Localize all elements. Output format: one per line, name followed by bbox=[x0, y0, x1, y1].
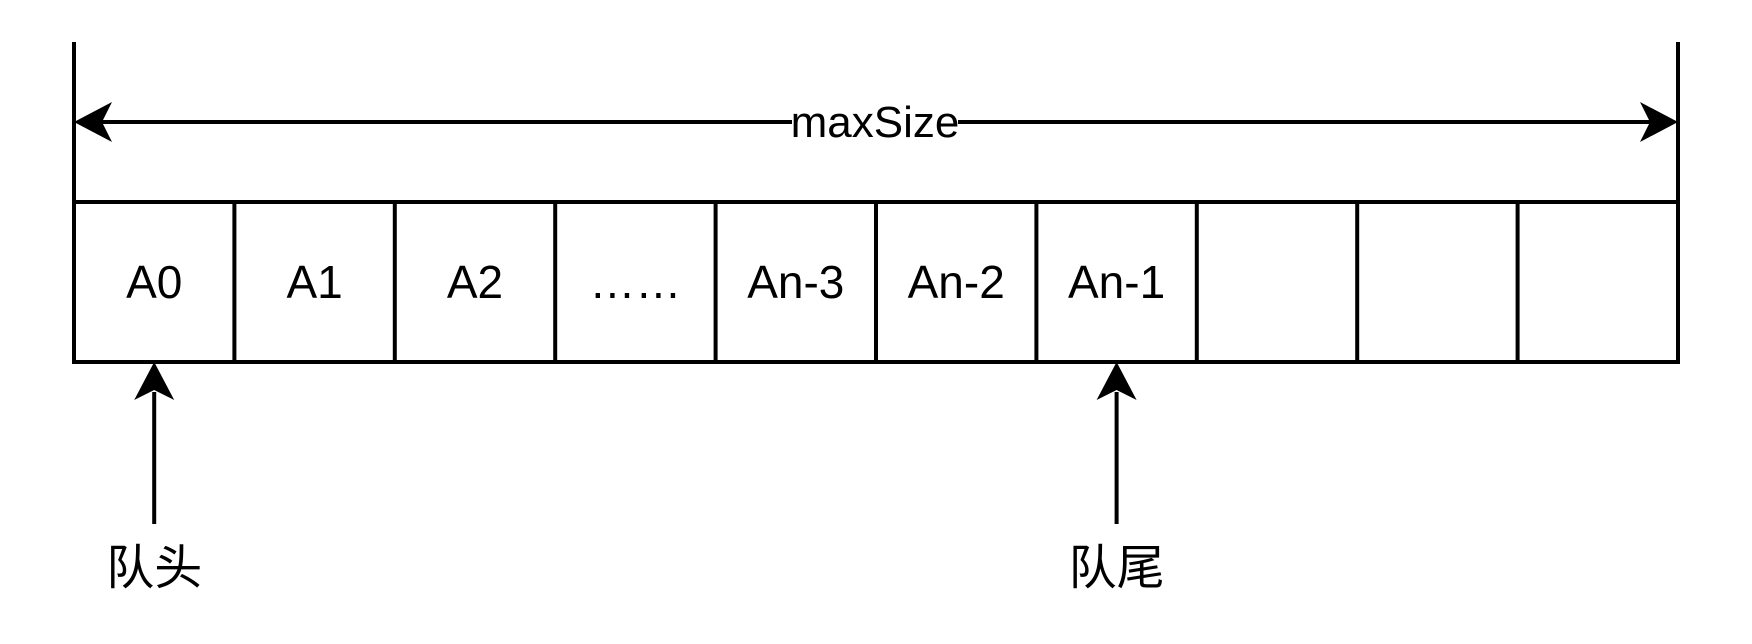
queue-cell-label: A0 bbox=[126, 256, 182, 308]
pointer-label: 队尾 bbox=[1069, 540, 1165, 596]
queue-cell-label: A2 bbox=[447, 256, 503, 308]
pointer-0: 队头 bbox=[106, 362, 202, 596]
dimension-label: maxSize bbox=[791, 98, 960, 147]
pointer-arrowhead bbox=[134, 362, 175, 400]
queue-cell-label: A1 bbox=[286, 256, 342, 308]
dimension-arrowhead-left bbox=[74, 102, 112, 142]
queue-cell-label: …… bbox=[589, 256, 681, 308]
pointer-1: 队尾 bbox=[1069, 362, 1165, 596]
queue-cells: A0 A1 A2 …… An-3 An-2 An-1 bbox=[72, 200, 1680, 364]
queue-cell-label: An-2 bbox=[908, 256, 1005, 308]
queue-pointers: 队头 队尾 bbox=[106, 362, 1165, 596]
pointer-label: 队头 bbox=[106, 540, 202, 596]
queue-cell-label: An-3 bbox=[747, 256, 844, 308]
queue-cell-label: An-1 bbox=[1068, 256, 1165, 308]
dimension-arrowhead-right bbox=[1640, 102, 1678, 142]
dimension-arrow: maxSize bbox=[74, 98, 1678, 147]
pointer-arrowhead bbox=[1096, 362, 1137, 400]
